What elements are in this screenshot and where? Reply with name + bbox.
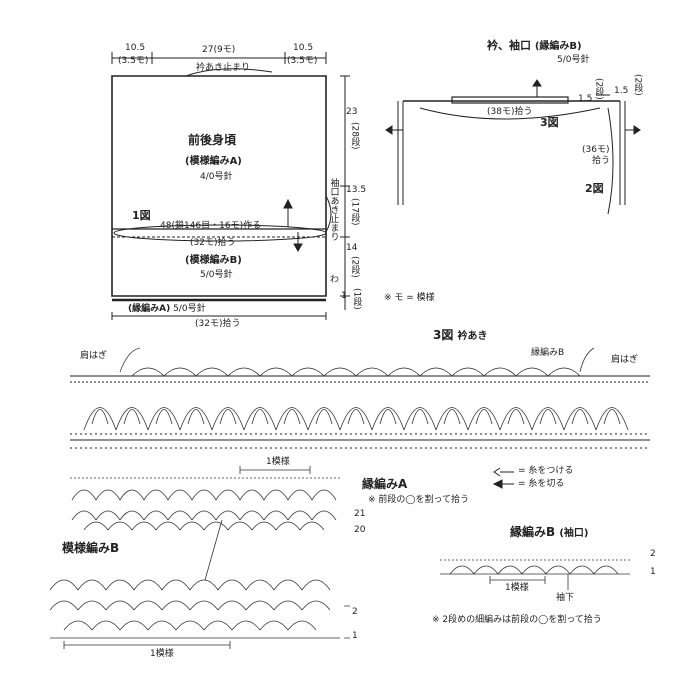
collar-title-b: (縁編みB): [534, 41, 582, 52]
pattern-a-label: (模様編みA): [185, 156, 242, 167]
row-20-label: 20: [354, 525, 366, 535]
height-2-rows: (2段): [349, 256, 360, 278]
fig3-title-text: 3図: [433, 328, 454, 342]
pickup-32b-label: (32モ)拾う: [195, 319, 241, 329]
collar-2-rows-left: (2段): [593, 78, 604, 100]
height-14: 14: [346, 243, 358, 253]
border-a-label: (縁編みA) 5/0号針: [128, 305, 206, 314]
height-13-5: 13.5: [346, 185, 367, 195]
sleeve-seam-label: 袖下: [556, 593, 575, 603]
pattern-b-row-1: 1: [352, 631, 358, 641]
collar-2-rows-right: (2段): [632, 74, 643, 96]
shoulder-right-label: 肩はぎ: [611, 355, 639, 365]
width-mid: 27(9モ): [202, 45, 236, 55]
collar-1-5-right: 1.5: [614, 86, 629, 96]
collar-pickup-36: (36モ): [582, 145, 610, 155]
collar-fig3-label: 3図: [540, 116, 559, 129]
fig1-label: 1図: [132, 209, 151, 222]
height-28-rows: (28段): [349, 122, 360, 150]
width-right: 10.5: [293, 43, 314, 53]
pattern-b-label: (模様編みB): [185, 255, 242, 266]
body-outline: [111, 75, 327, 297]
border-b-swatch-sub: (袖口): [559, 528, 589, 539]
border-b-row-1: 1: [650, 567, 656, 577]
collar-1-5-left: 1.5: [578, 94, 593, 104]
row-21-label: 21: [354, 509, 366, 519]
motif-width-label: 1模様: [266, 457, 290, 467]
pattern-b-swatch-title: 模様編みB: [62, 541, 120, 555]
motif-note: ※ モ = 模様: [384, 293, 435, 303]
fig3-subtitle: 衿あき: [457, 331, 488, 342]
hook-a-label: 4/0号針: [200, 172, 233, 182]
side-opening-note: 袖口あき止まり: [328, 178, 339, 241]
collar-fig2-label: 2図: [585, 182, 604, 195]
border-a-swatch-title: 縁編みA: [362, 477, 408, 491]
fig3-border-b-label: 縁編みB: [531, 348, 565, 358]
hook-b-label: 5/0号針: [200, 270, 233, 280]
pattern-b-row-2: 2: [352, 607, 358, 617]
height-23: 23: [346, 107, 358, 117]
collar-title-a: 衿、袖口: [487, 39, 531, 52]
border-b-swatch-text: 縁編みB: [510, 525, 556, 539]
height-1-row: (1段): [351, 288, 362, 310]
height-17-rows: (17段): [349, 198, 360, 226]
collar-pickup-38: (38モ)拾う: [487, 107, 533, 117]
collar-hook: 5/0号針: [557, 55, 590, 65]
shoulder-left-label: 肩はぎ: [80, 351, 108, 361]
border-b-note: ※ 2段めの細編みは前段の◯を割って拾う: [432, 615, 602, 625]
width-left-motif: (3.5モ): [118, 56, 149, 66]
collar-title: 衿、袖口 (縁編みB): [487, 40, 582, 52]
neck-stop-label: 衿あき止まり: [196, 63, 251, 73]
width-left: 10.5: [125, 43, 146, 53]
body-title: 前後身頃: [188, 133, 237, 147]
collar-pickup-36b: 拾う: [592, 156, 611, 166]
border-b-motif-width: 1模様: [505, 583, 529, 593]
wa-label: わ: [330, 275, 340, 285]
legend-attach: = 糸をつける: [518, 466, 574, 476]
pickup-32a-label: (32モ)拾う: [190, 238, 236, 248]
pattern-b-motif-width: 1模様: [150, 649, 174, 659]
fig3-title: 3図 衿あき: [433, 329, 488, 342]
neck-arc: [185, 68, 273, 77]
fig1-oval: [113, 224, 327, 242]
legend-cut: = 糸を切る: [518, 479, 565, 489]
border-b-swatch-title: 縁編みB (袖口): [510, 526, 588, 539]
width-right-motif: (3.5モ): [287, 56, 318, 66]
border-a-swatch-note: ※ 前段の◯を割って拾う: [368, 495, 470, 505]
border-a-hook: 5/0号針: [173, 304, 206, 314]
height-1: 1: [341, 291, 347, 301]
border-b-row-2: 2: [650, 549, 656, 559]
border-a-text: (縁編みA): [128, 304, 171, 314]
chain-start-label: 48(鎖146目・16モ)作る: [160, 221, 262, 231]
